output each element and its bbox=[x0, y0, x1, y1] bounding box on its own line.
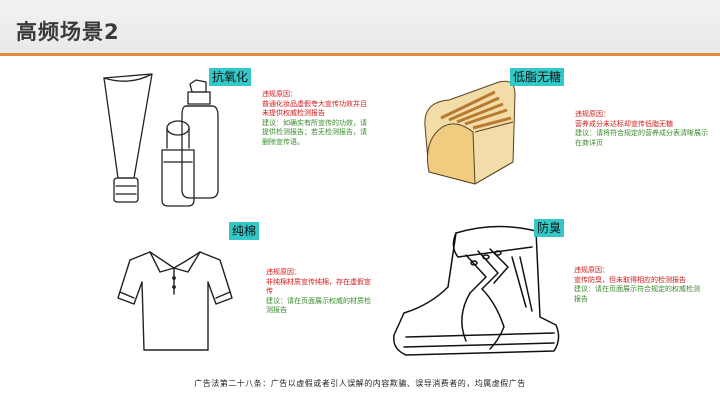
tag-low-fat-sugar-free: 低脂无糖 bbox=[510, 68, 565, 86]
legal-footnote: 广告法第二十八条：广告以虚假或者引人误解的内容欺骗、误导消费者的，均属虚假广告 bbox=[194, 379, 526, 388]
cosmetics-illustration bbox=[103, 73, 219, 207]
violation-label: 违规原因： bbox=[262, 90, 297, 98]
suggestion-text: 建议：请在页面展示符合规定的权威检测报告 bbox=[574, 285, 700, 303]
violation-reason: 普通化妆品虚假夸大宣传功效并且未提供权威检测报告 bbox=[262, 99, 367, 118]
note-pure-cotton: 违规原因： 非纯棉材质宣传纯棉，存在虚假宣传 建议：请在页面展示权威的材质检测报… bbox=[266, 268, 376, 316]
violation-reason: 宣传防臭，但未取得相应的检测报告 bbox=[574, 275, 686, 284]
suggestion-text: 建议：如确实有所宣传的功效，请提供检测报告；若无检测报告，请删除宣传语。 bbox=[262, 118, 367, 146]
note-anti-odor: 违规原因： 宣传防臭，但未取得相应的检测报告 建议：请在页面展示符合规定的权威检… bbox=[574, 266, 700, 304]
polo-shirt-illustration bbox=[117, 251, 233, 351]
title-bar: 高频场景2 bbox=[0, 0, 720, 56]
card-antioxidant: 抗氧化 bbox=[90, 66, 253, 209]
page-title: 高频场景2 bbox=[16, 20, 120, 44]
violation-label: 违规原因： bbox=[574, 266, 609, 274]
note-antioxidant: 违规原因： 普通化妆品虚假夸大宣传功效并且未提供权威检测报告 建议：如确实有所宣… bbox=[262, 90, 372, 148]
suggestion-text: 建议：请在页面展示权威的材质检测报告 bbox=[266, 296, 371, 315]
card-anti-odor: 防臭 bbox=[386, 217, 565, 365]
tag-pure-cotton: 纯棉 bbox=[229, 222, 260, 240]
suggestion-text: 建议：请将符合规定的营养成分表清晰展示在商详页 bbox=[575, 129, 708, 147]
boot-illustration bbox=[393, 225, 560, 356]
bread-illustration bbox=[424, 80, 516, 185]
violation-label: 违规原因： bbox=[575, 110, 610, 118]
card-pure-cotton: 纯棉 bbox=[90, 220, 260, 366]
tag-antioxidant: 抗氧化 bbox=[209, 68, 252, 86]
violation-label: 违规原因： bbox=[266, 268, 301, 276]
violation-reason: 非纯棉材质宣传纯棉，存在虚假宣传 bbox=[266, 277, 371, 296]
violation-reason: 营养成分未达标却宣传低脂无糖 bbox=[575, 119, 673, 128]
tag-anti-odor: 防臭 bbox=[534, 219, 565, 237]
note-low-fat-sugar-free: 违规原因： 营养成分未达标却宣传低脂无糖 建议：请将符合规定的营养成分表清晰展示… bbox=[575, 110, 713, 148]
card-low-fat-sugar-free: 低脂无糖 bbox=[383, 66, 568, 196]
